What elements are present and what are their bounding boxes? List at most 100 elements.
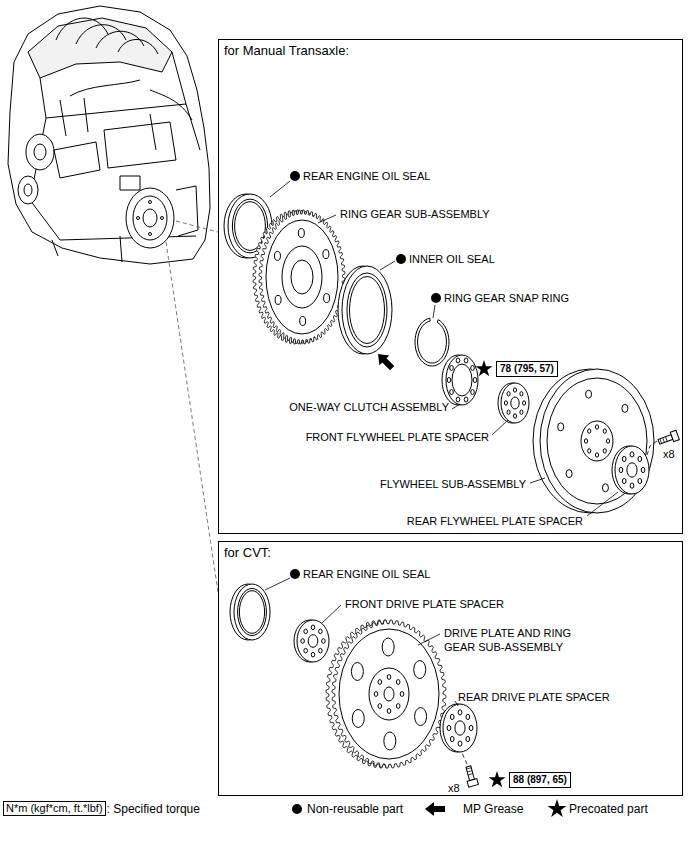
leader-line (265, 578, 290, 590)
ring-gear-hole (298, 229, 304, 238)
dashed-leader (462, 753, 467, 764)
part-label: RING GEAR SNAP RING (444, 291, 569, 305)
bolt-hole (507, 410, 510, 414)
bolt-hole (311, 625, 315, 630)
bolt-hole (450, 736, 454, 741)
bolt-hole (523, 401, 526, 405)
panel-heading: for Manual Transaxle: (219, 40, 354, 62)
clutch-roller (464, 358, 468, 363)
bolt-hole (513, 414, 516, 418)
bolt-hole (387, 675, 391, 680)
clutch-roller (456, 358, 460, 363)
leader-line (322, 605, 341, 623)
spacer-plate (297, 620, 329, 662)
ring-gear-hole (275, 295, 281, 304)
bolt-hole (304, 629, 308, 634)
engine-line (149, 201, 152, 204)
precoat-star (488, 771, 505, 787)
bolt-hole (638, 456, 642, 461)
bolt-hole (520, 392, 523, 396)
engine-line (137, 217, 140, 220)
bolt-hole (520, 410, 523, 414)
bolt-hole (641, 467, 645, 472)
bolt-hole (603, 429, 606, 433)
bolt-hole (595, 425, 598, 429)
leader-line (492, 420, 508, 435)
seal-bore (239, 591, 264, 634)
clutch-roller (450, 390, 454, 395)
part-label: FRONT FLYWHEEL PLATE SPACER (306, 430, 489, 444)
clutch-outer (446, 355, 478, 405)
part-label: REAR ENGINE OIL SEAL (303, 567, 430, 581)
clutch-roller (450, 365, 454, 370)
drive-plate-window (384, 732, 396, 750)
clutch-roller (464, 397, 468, 402)
seal-bore (350, 277, 385, 344)
bolt-hole (622, 478, 626, 483)
bolt-hole (458, 710, 462, 715)
part-label: DRIVE PLATE AND RING GEAR SUB-ASSEMBLY (444, 626, 589, 654)
clutch-inner (452, 364, 472, 396)
ring-gear-hole (324, 294, 330, 303)
dashed-leader (176, 221, 218, 232)
bolt-hole (588, 429, 591, 433)
leader-line (318, 215, 336, 223)
bolt-hole (304, 648, 308, 653)
bolt-hole (466, 736, 470, 741)
bolt-hole (584, 439, 587, 443)
ring-gear (259, 210, 345, 344)
engine-line (56, 18, 108, 40)
spacer-hole (455, 721, 465, 735)
parts (224, 181, 679, 787)
bolt-hole (469, 725, 473, 730)
bolt-hole (603, 449, 606, 453)
bolt-hole (400, 692, 404, 697)
flywheel-face (547, 378, 647, 504)
leader-line (587, 492, 618, 516)
part-label: REAR FLYWHEEL PLATE SPACER (407, 514, 583, 528)
bolt-hole (504, 401, 507, 405)
bolt-hole (378, 704, 382, 709)
ring-gear-bore (291, 260, 313, 294)
engine-line (149, 233, 152, 236)
engine-line (24, 184, 32, 196)
engine-line (28, 18, 172, 78)
drive-plate-window (352, 709, 364, 727)
engine-illustration (8, 6, 210, 264)
snap-ring (415, 318, 449, 366)
ring-gear-hub (282, 246, 322, 308)
ring-gear-hole (323, 250, 329, 259)
leader-line (455, 701, 458, 706)
drive-plate-hub (369, 668, 409, 720)
engine-line (118, 39, 158, 54)
clutch-roller (447, 378, 451, 383)
engine-line (161, 217, 164, 220)
bolt-thread (466, 768, 472, 775)
flywheel-hole (566, 470, 572, 478)
engine-line (150, 90, 192, 120)
clutch-roller (473, 378, 477, 383)
leader-line (380, 261, 395, 270)
bolt-hole (606, 439, 609, 443)
leader-line (452, 404, 460, 409)
bolt-hole (638, 478, 642, 483)
seal-lip (238, 588, 267, 635)
drive-plate-center (384, 687, 394, 701)
bolt-hole (622, 456, 626, 461)
spacer-plate (501, 383, 529, 423)
non-reusable-dot (290, 569, 300, 579)
clutch-roller (471, 365, 475, 370)
engine-line (18, 176, 38, 204)
bolt-hole (630, 452, 634, 457)
part-label: REAR DRIVE PLATE SPACER (458, 690, 610, 704)
bolt-hole (595, 453, 598, 457)
part-label: INNER OIL SEAL (409, 252, 495, 266)
seal-front (234, 584, 270, 640)
bolt-hole (630, 483, 634, 488)
bolt-hole (466, 714, 470, 719)
bolt-hole (378, 680, 382, 685)
drive-plate-window (414, 661, 426, 679)
part-label: ONE-WAY CLUTCH ASSEMBLY (289, 400, 449, 414)
engine-line (52, 236, 122, 262)
